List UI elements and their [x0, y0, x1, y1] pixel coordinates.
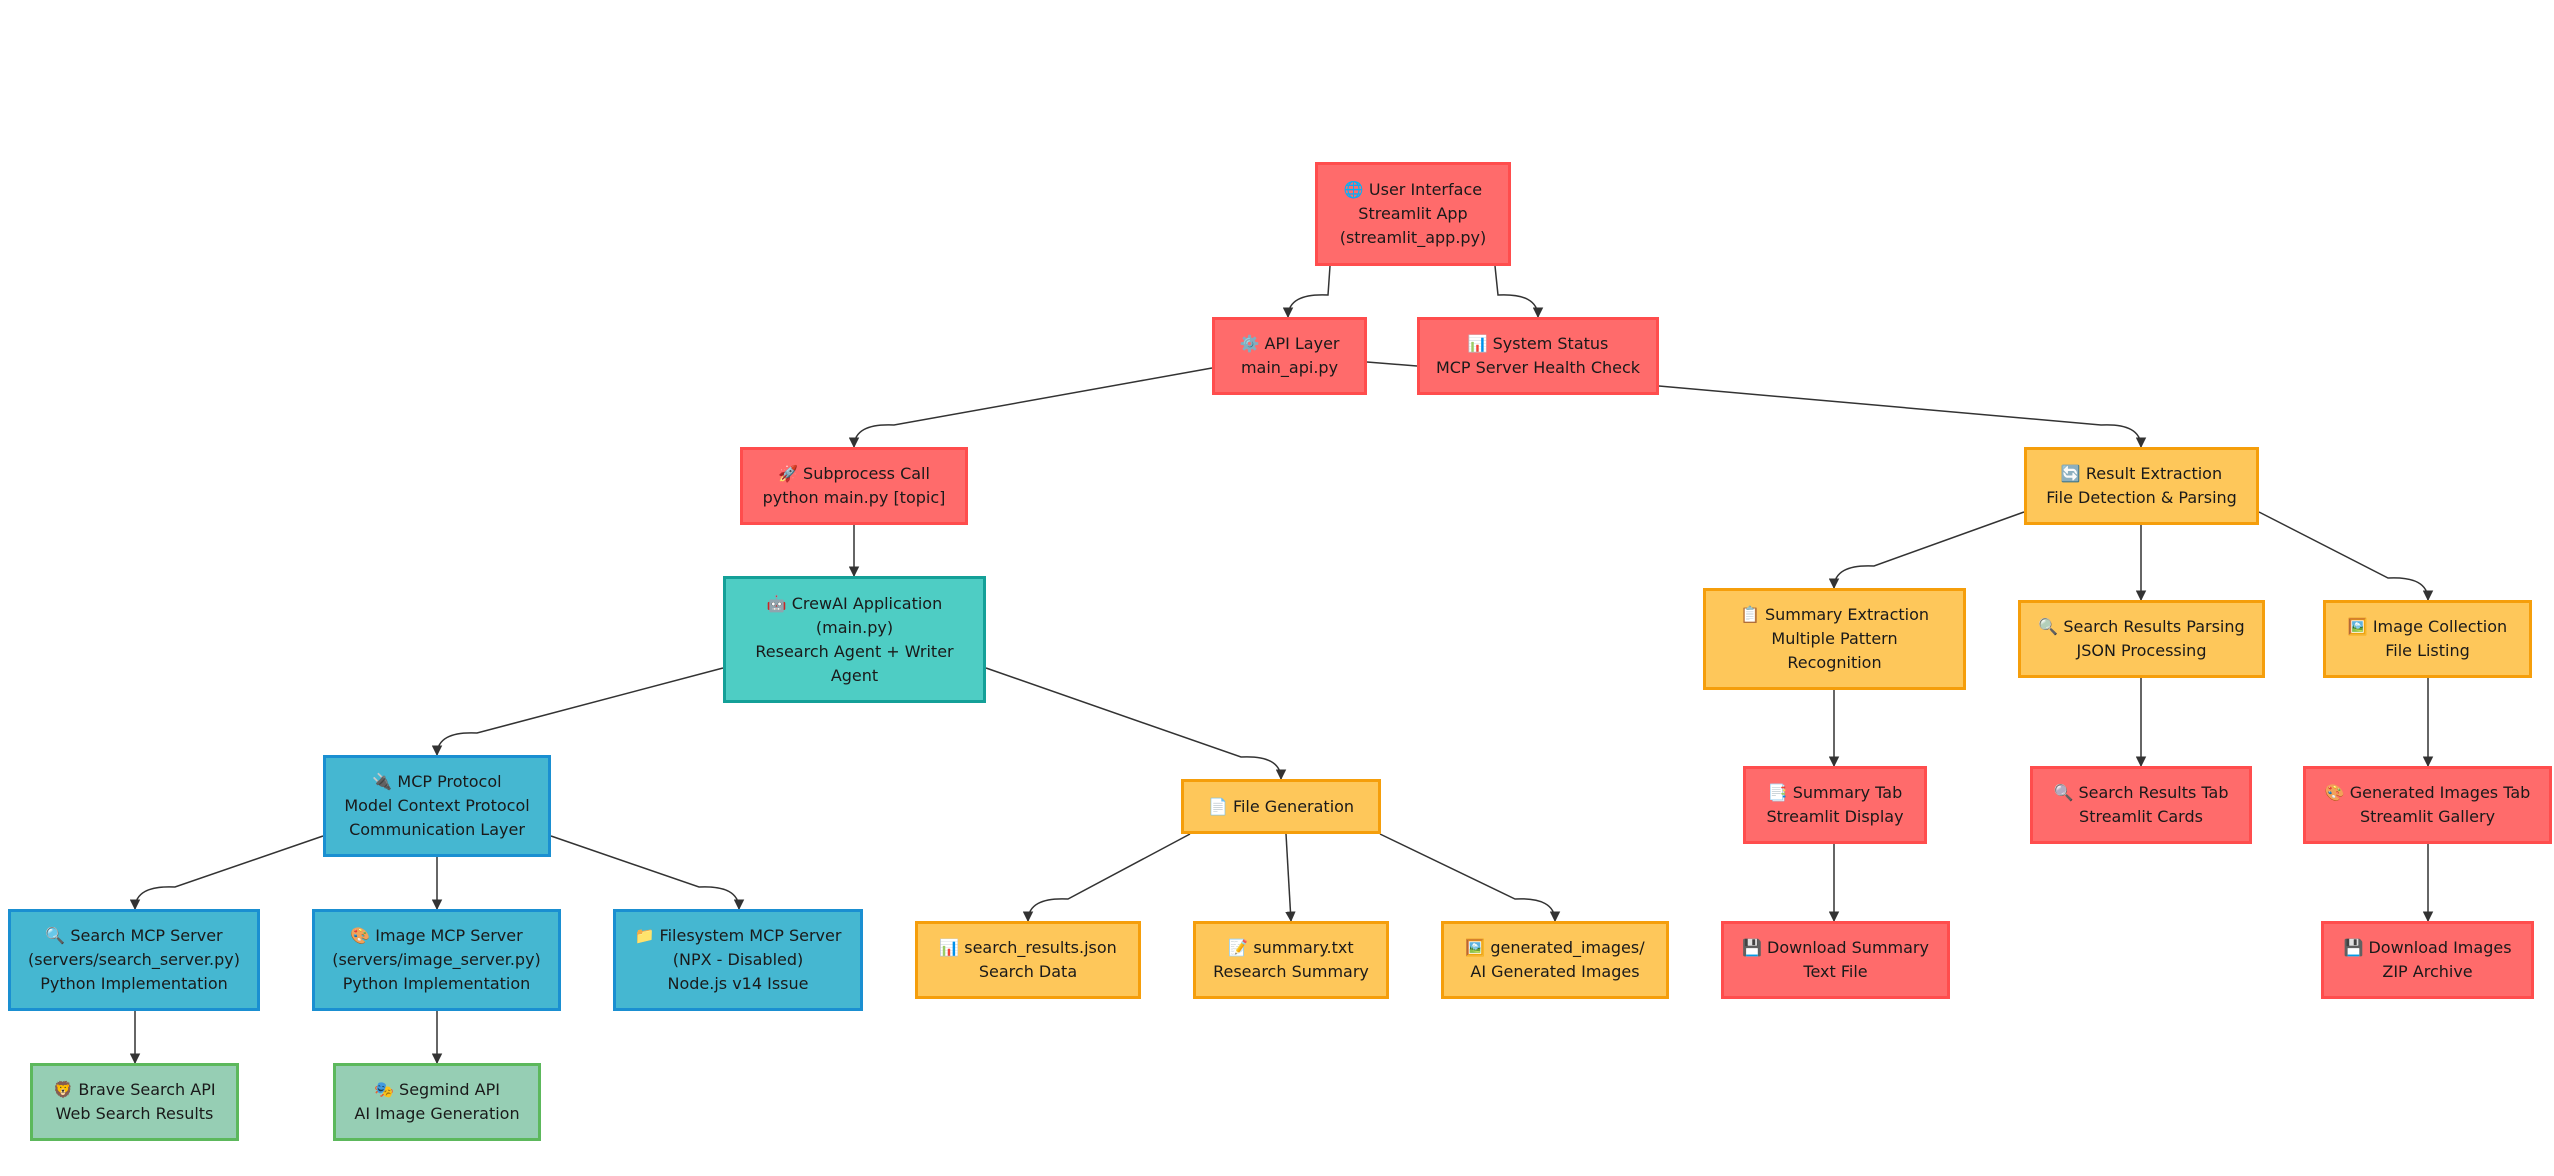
node-label-line: AI Image Generation: [354, 1104, 520, 1123]
edge-api-to-subprocess: [848, 367, 1213, 449]
node-label-line: File Detection & Parsing: [2046, 488, 2237, 507]
node-label-line: JSON Processing: [2076, 641, 2207, 660]
edge-filegen-to-gen-images: [1379, 833, 1561, 923]
node-api: ⚙️ API Layer main_api.py: [1212, 317, 1367, 395]
edge-crewai-to-filegen: [985, 667, 1287, 781]
node-segmind: 🎭 Segmind API AI Image Generation: [333, 1063, 541, 1141]
node-crewai: 🤖 CrewAI Application (main.py) Research Ag…: [723, 576, 986, 703]
edge-mcp-to-fs-srv: [550, 835, 745, 911]
node-label-line: (servers/search_server.py): [28, 950, 240, 969]
node-label-line: 💾 Download Summary: [1742, 938, 1929, 957]
node-search-srv: 🔍 Search MCP Server (servers/search_serve…: [8, 909, 260, 1011]
node-label-line: 📄 File Generation: [1207, 796, 1355, 816]
node-label-line: Web Search Results: [55, 1104, 214, 1123]
node-label-line: 🚀 Subprocess Call: [778, 464, 930, 483]
edge-filegen-to-summary-txt: [1285, 833, 1296, 923]
node-label-line: Streamlit Gallery: [2359, 807, 2496, 826]
node-label-line: ZIP Archive: [2382, 962, 2473, 981]
node-label-line: 🖼️ Image Collection: [2347, 617, 2508, 636]
node-label-line: 💾 Download Images: [2343, 938, 2512, 957]
node-filegen: 📄 File Generation: [1181, 779, 1381, 834]
node-label-line: main_api.py: [1240, 358, 1339, 377]
node-gen-images: 🖼️ generated_images/AI Generated Images: [1441, 921, 1669, 999]
node-label-line: 🔌 MCP Protocol: [372, 772, 502, 791]
node-label-line: 📊 search_results.json: [939, 938, 1117, 957]
node-label-line: 📊 System Status: [1467, 334, 1609, 353]
edge-crewai-to-mcp: [431, 667, 724, 757]
node-label-line: 🔄 Result Extraction: [2060, 464, 2223, 483]
node-label-line: AI Generated Images: [1470, 962, 1640, 981]
node-label-line: (streamlit_app.py): [1339, 228, 1487, 247]
node-subprocess: 🚀 Subprocess Call python main.py [topic]: [740, 447, 968, 525]
node-label-line: ⚙️ API Layer: [1239, 334, 1340, 353]
node-label-line: Model Context Protocol: [344, 796, 530, 815]
node-label-line: Agent: [830, 665, 879, 685]
node-label-line: (NPX - Disabled): [672, 950, 804, 969]
edge-mcp-to-search-srv: [129, 835, 324, 911]
edge-filegen-to-sr-json: [1022, 833, 1191, 923]
node-label-line: 📑 Summary Tab: [1767, 783, 1903, 802]
node-label-line: 🎭 Segmind API: [374, 1080, 500, 1099]
node-label-line: Python Implementation: [40, 974, 228, 993]
node-fs-srv: 📁 Filesystem MCP Server (NPX - Disabled) N…: [613, 909, 863, 1011]
node-label-line: 🔍 Search MCP Server: [45, 926, 223, 945]
node-label-line: Communication Layer: [349, 820, 525, 839]
node-image-srv: 🎨 Image MCP Server (servers/image_server.…: [312, 909, 561, 1011]
node-label-line: (servers/image_server.py): [332, 950, 541, 969]
node-label-line: 📋 Summary Extraction: [1739, 605, 1930, 624]
node-label-line: Recognition: [1787, 653, 1882, 672]
node-label-line: 🦁 Brave Search API: [53, 1080, 216, 1099]
node-label-line: Research Agent + Writer: [755, 641, 954, 661]
node-label-line: 🤖 CrewAI Application: [766, 593, 943, 613]
node-label-line: 🎨 Image MCP Server: [350, 926, 523, 945]
node-label-line: Python Implementation: [342, 974, 531, 993]
node-label-line: 🎨 Generated Images Tab: [2324, 783, 2531, 802]
node-label-line: python main.py [topic]: [762, 488, 946, 507]
node-label-line: File Listing: [2385, 641, 2470, 660]
node-label-line: 📝 summary.txt: [1228, 938, 1354, 957]
node-label-line: Streamlit Display: [1766, 807, 1904, 826]
node-label-line: 🔍 Search Results Tab: [2053, 783, 2229, 802]
node-label-line: MCP Server Health Check: [1435, 358, 1641, 377]
edge-ui-to-status: [1494, 265, 1544, 319]
edge-ui-to-api: [1282, 265, 1331, 319]
node-label-line: 🌐 User Interface: [1343, 180, 1483, 199]
node-label-line: (main.py): [815, 617, 894, 637]
node-label-line: Node.js v14 Issue: [667, 974, 809, 993]
node-label-line: Multiple Pattern: [1771, 629, 1898, 648]
edge-result-ext-to-img-coll: [2258, 511, 2434, 602]
node-label-line: Research Summary: [1213, 962, 1369, 981]
node-label-line: 🔍 Search Results Parsing: [2038, 617, 2245, 636]
node-label-line: 🖼️ generated_images/: [1465, 938, 1645, 957]
edge-result-ext-to-sum-ext: [1828, 511, 2025, 590]
node-label-line: Search Data: [978, 962, 1078, 981]
edge-status-to-result-ext: [1658, 385, 2147, 449]
edge-api-to-status: [1366, 361, 1418, 367]
node-label-line: Streamlit App: [1358, 204, 1468, 223]
node-brave: 🦁 Brave Search API Web Search Results: [30, 1063, 239, 1141]
node-label-line: Streamlit Cards: [2079, 807, 2203, 826]
node-label-line: 📁 Filesystem MCP Server: [634, 926, 842, 945]
node-label-line: Text File: [1803, 962, 1868, 981]
